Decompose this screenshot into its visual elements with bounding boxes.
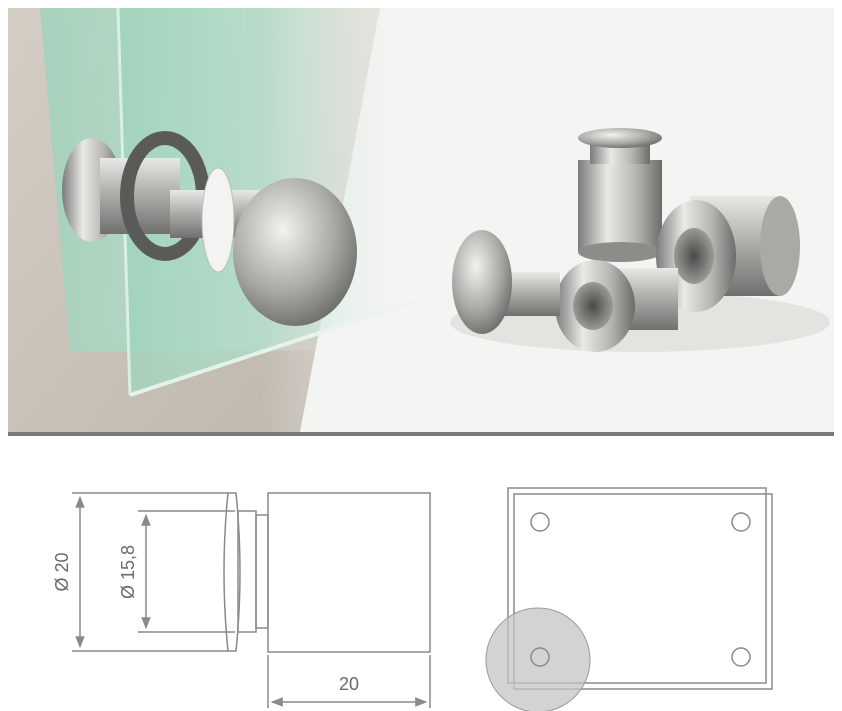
product-photo	[8, 7, 834, 436]
cap-profile	[223, 492, 241, 652]
upright-cap	[578, 128, 662, 148]
barrel	[100, 158, 180, 234]
lying-barrel-hole	[674, 228, 714, 284]
mount-hole-top-right	[731, 512, 751, 532]
mount-hole-top-left	[530, 512, 550, 532]
mounted-standoff	[62, 131, 357, 326]
washer	[201, 167, 235, 273]
panel-front-view	[485, 487, 773, 711]
upright-barrel	[578, 160, 662, 252]
dimension-labels: Ø 20 Ø 15,8 20	[52, 545, 359, 694]
loose-screw-cap	[452, 230, 512, 334]
upright-barrel-base	[578, 242, 662, 262]
cap-head	[233, 178, 357, 326]
side-view-drawing	[72, 492, 431, 708]
mount-hole-bottom-right	[731, 647, 751, 667]
outer-diameter-label: Ø 20	[52, 552, 72, 591]
panel-back-outline	[507, 487, 767, 684]
photo-divider	[8, 432, 834, 436]
lying-barrel-end	[760, 196, 800, 296]
mount-hole-bottom-left	[530, 647, 550, 667]
barrel-profile	[267, 492, 431, 653]
length-label: 20	[339, 674, 359, 694]
panel-front-outline	[513, 493, 773, 690]
small-barrel-hole	[573, 282, 613, 330]
inner-diameter-label: Ø 15,8	[118, 545, 138, 599]
loose-parts	[450, 128, 830, 352]
flange-profile	[255, 514, 269, 629]
standoff-footprint	[485, 607, 591, 711]
upright-cap-neck	[590, 142, 650, 164]
